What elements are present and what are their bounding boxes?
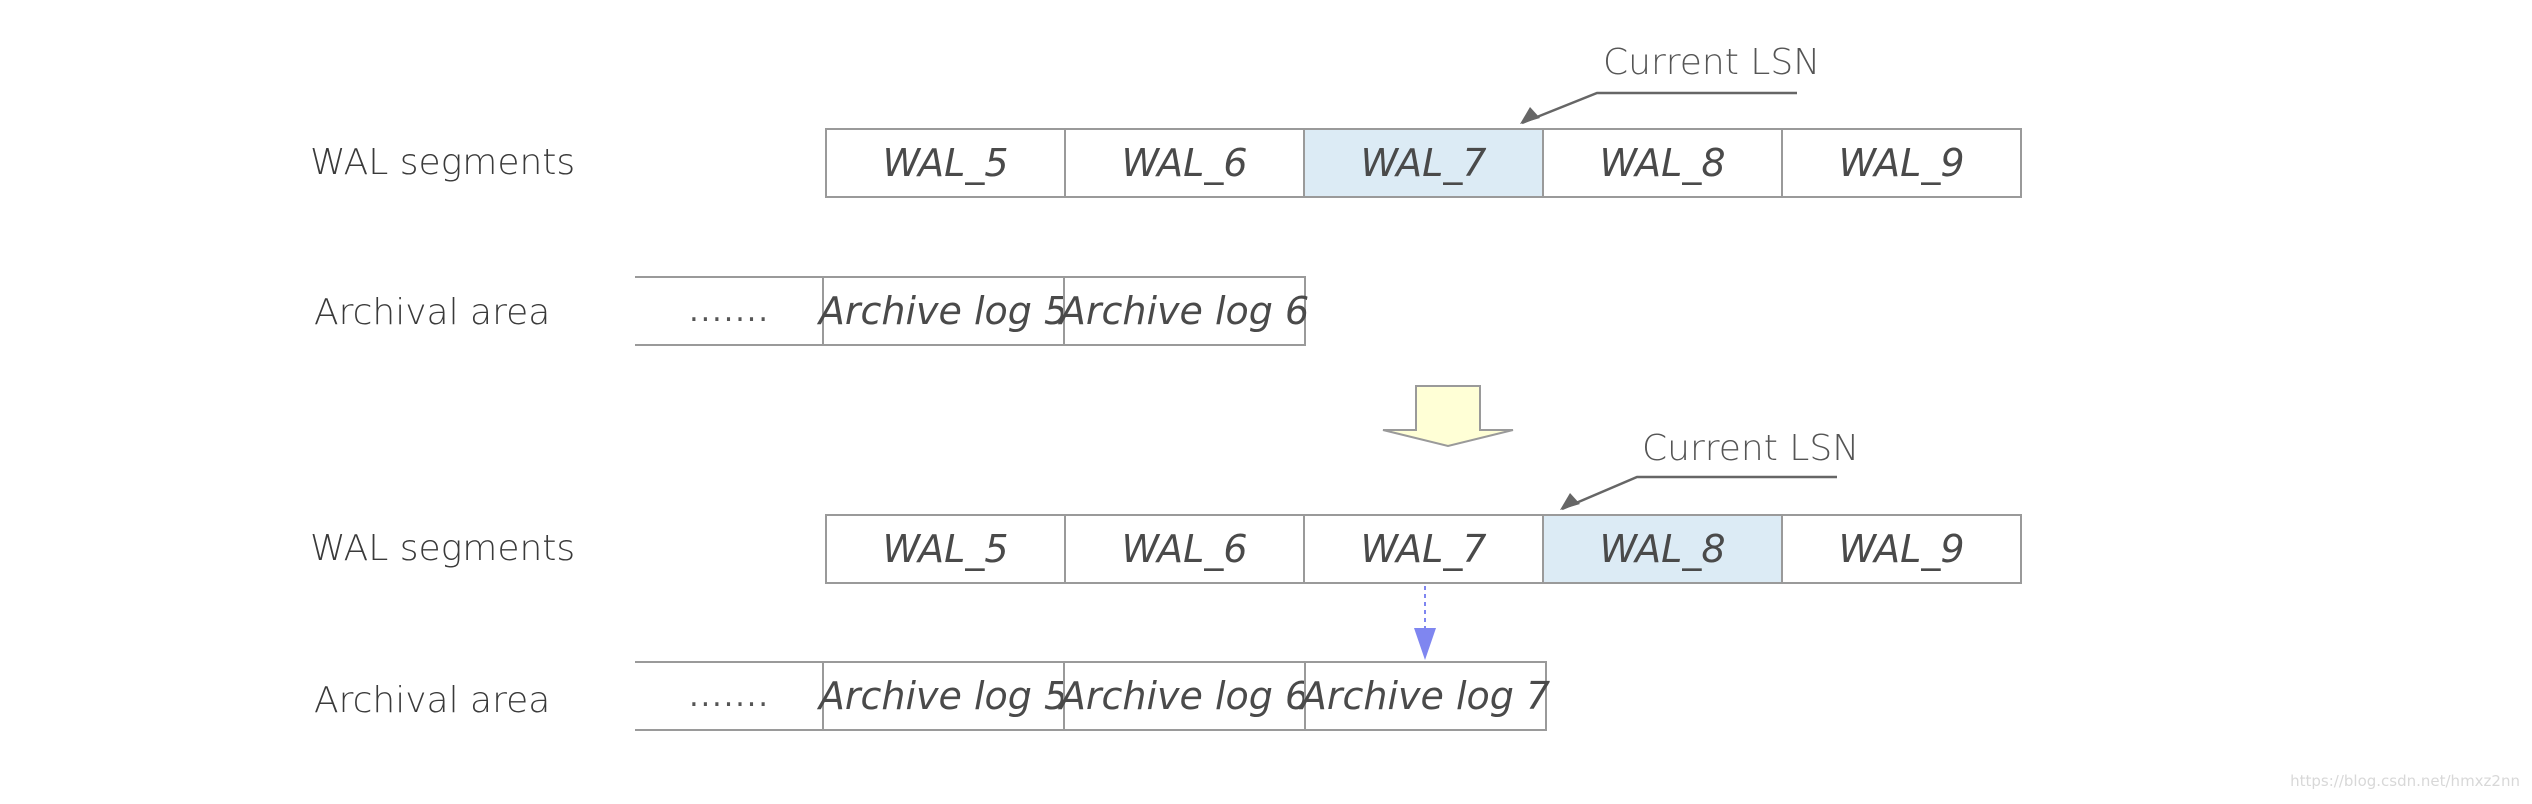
transition-arrow-icon	[1382, 385, 1514, 448]
bottom-wal-segment-wal-8: WAL_8	[1542, 514, 1783, 584]
top-archival-area-label: Archival area	[314, 292, 551, 333]
bottom-archival-area-label: Archival area	[314, 680, 551, 721]
bottom-wal-segment-wal-9: WAL_9	[1781, 514, 2022, 584]
bottom-current-lsn-pointer	[1561, 475, 1837, 511]
bottom-archive-log-5: Archive log 5	[819, 661, 1068, 731]
bottom-wal-segment-wal-5: WAL_5	[825, 514, 1066, 584]
watermark: https://blog.csdn.net/hmxz2nn	[2290, 772, 2520, 790]
bottom-archive-log-7: Archive log 7	[1301, 661, 1550, 731]
top-wal-segment-wal-5: WAL_5	[825, 128, 1066, 198]
bottom-wal-segment-wal-6: WAL_6	[1064, 514, 1305, 584]
top-archive-log-6: Archive log 6	[1060, 276, 1309, 346]
archive-copy-arrowhead	[1414, 628, 1436, 660]
bottom-archive-ellipsis: .......	[635, 661, 824, 731]
top-archive-ellipsis: .......	[635, 276, 824, 346]
bottom-current-lsn-arrowhead	[1560, 493, 1580, 510]
top-current-lsn-arrowhead	[1520, 107, 1540, 124]
top-current-lsn-pointer	[1521, 91, 1797, 125]
bottom-archive-log-6: Archive log 6	[1060, 661, 1309, 731]
top-wal-segment-wal-8: WAL_8	[1542, 128, 1783, 198]
bottom-wal-segments-label: WAL segments	[310, 528, 576, 569]
top-wal-segments-label: WAL segments	[310, 142, 576, 183]
top-archive-log-5: Archive log 5	[819, 276, 1068, 346]
bottom-wal-segment-wal-7: WAL_7	[1303, 514, 1544, 584]
bottom-current-lsn-label: Current LSN	[1642, 428, 1860, 469]
top-current-lsn-label: Current LSN	[1603, 42, 1821, 83]
top-wal-segment-wal-7: WAL_7	[1303, 128, 1544, 198]
top-wal-segment-wal-9: WAL_9	[1781, 128, 2022, 198]
